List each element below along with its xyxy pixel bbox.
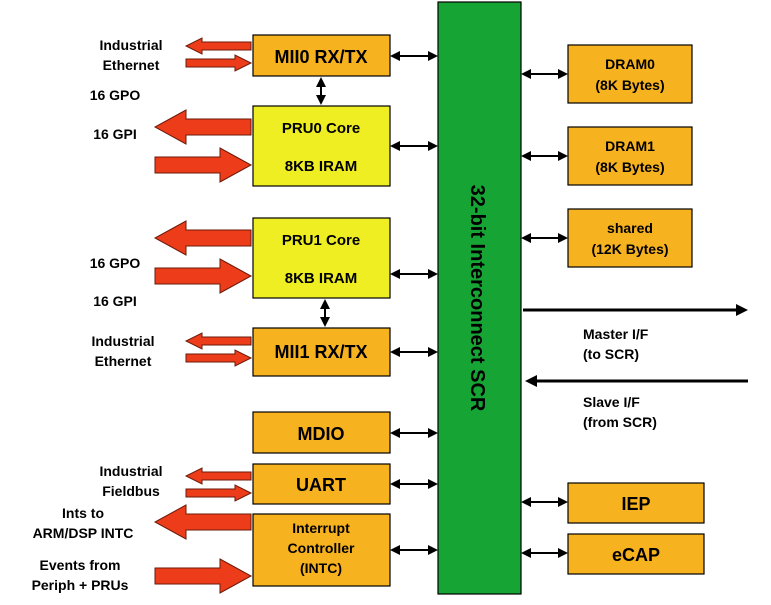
gpi1-label: 16 GPI	[93, 293, 137, 309]
intc-label-line2: Controller	[288, 540, 355, 556]
gpi1-arrow	[154, 258, 253, 294]
gpo1-label: 16 GPO	[90, 255, 141, 271]
ie0-label-line1: Industrial	[99, 37, 162, 53]
fieldbus-label-line2: Fieldbus	[102, 483, 160, 499]
bus-connectors-left	[390, 51, 438, 555]
ecap-label: eCAP	[612, 545, 660, 565]
gpo1-arrow	[153, 220, 252, 256]
pru1-block: PRU1 Core 8KB IRAM	[252, 217, 391, 299]
pru1-iram-label: 8KB IRAM	[285, 270, 358, 287]
mii0-block: MII0 RX/TX	[252, 34, 391, 77]
dram1-block: DRAM1 (8K Bytes)	[567, 126, 693, 186]
master-if-label-line1: Master I/F	[583, 326, 649, 342]
fieldbus-arrows	[184, 467, 253, 502]
pru1-core-label: PRU1 Core	[282, 232, 360, 249]
ints-label-line1: Ints to	[62, 505, 104, 521]
master-if-label-line2: (to SCR)	[583, 346, 639, 362]
shared-label-line1: shared	[607, 220, 653, 236]
master-if-arrow	[523, 304, 748, 316]
mii1-label: MII1 RX/TX	[274, 342, 367, 362]
gpi0-arrow	[154, 147, 253, 183]
ie1-label-line2: Ethernet	[95, 353, 152, 369]
iep-label: IEP	[621, 494, 650, 514]
ie0-arrows	[184, 37, 253, 72]
events-label-line1: Events from	[40, 557, 121, 573]
events-in-arrow	[154, 558, 253, 594]
mdio-block: MDIO	[252, 411, 391, 454]
dram0-label-line1: DRAM0	[605, 56, 655, 72]
mii1-block: MII1 RX/TX	[252, 327, 391, 377]
intc-label-line1: Interrupt	[292, 520, 350, 536]
ints-out-arrow	[153, 504, 252, 540]
uart-label: UART	[296, 475, 346, 495]
ecap-block: eCAP	[567, 533, 705, 575]
dram1-label-line1: DRAM1	[605, 138, 655, 154]
ie0-label-line2: Ethernet	[103, 57, 160, 73]
slave-if-label-line1: Slave I/F	[583, 394, 640, 410]
iep-block: IEP	[567, 482, 705, 524]
dram1-label-line2: (8K Bytes)	[595, 159, 664, 175]
gpo0-label: 16 GPO	[90, 87, 141, 103]
pru0-iram-label: 8KB IRAM	[285, 158, 358, 175]
shared-label-line2: (12K Bytes)	[591, 241, 668, 257]
ie1-label-line1: Industrial	[91, 333, 154, 349]
mii0-label: MII0 RX/TX	[274, 47, 367, 67]
gpi0-label: 16 GPI	[93, 126, 137, 142]
events-label-line2: Periph + PRUs	[32, 577, 129, 593]
interconnect-bus: 32-bit Interconnect SCR	[437, 1, 522, 595]
ie1-arrows	[184, 332, 253, 367]
slave-if-arrow	[525, 375, 748, 387]
slave-if-label-line2: (from SCR)	[583, 414, 657, 430]
shared-ram-block: shared (12K Bytes)	[567, 208, 693, 268]
fieldbus-label-line1: Industrial	[99, 463, 162, 479]
pru0-block: PRU0 Core 8KB IRAM	[252, 105, 391, 187]
ints-label-line2: ARM/DSP INTC	[33, 525, 134, 541]
uart-block: UART	[252, 463, 391, 505]
mdio-label: MDIO	[298, 424, 345, 444]
dram0-block: DRAM0 (8K Bytes)	[567, 44, 693, 104]
bus-connectors-right	[521, 69, 568, 558]
interconnect-bus-label: 32-bit Interconnect SCR	[466, 185, 488, 412]
gpo0-arrow	[153, 109, 252, 145]
intc-block: Interrupt Controller (INTC)	[252, 513, 391, 587]
pru0-core-label: PRU0 Core	[282, 120, 360, 137]
intc-label-line3: (INTC)	[300, 560, 342, 576]
dram0-label-line2: (8K Bytes)	[595, 77, 664, 93]
